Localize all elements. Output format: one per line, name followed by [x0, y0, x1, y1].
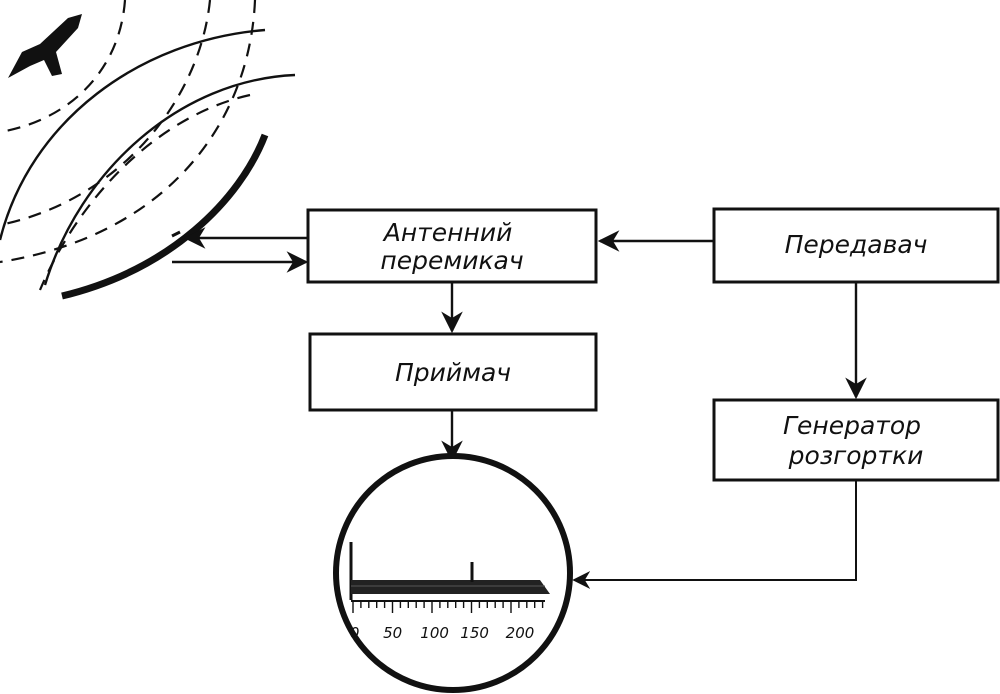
wave-fronts [0, 0, 257, 291]
scale-label-50: 50 [383, 624, 402, 642]
svg-text:Генератор розгортки: Генератор розгортки [783, 411, 929, 470]
arrow-generator-to-scope [572, 480, 857, 589]
svg-text:0 50 100 150: 0 50 100 150 200 [350, 624, 534, 642]
antenna-switch-box [306, 208, 598, 284]
scale-label-0: 0 [350, 624, 360, 642]
scale-label-200: 200 [506, 624, 535, 642]
scale-label-100: 100 [420, 624, 449, 642]
antenna-reflector [61, 133, 269, 300]
scope-trace [349, 542, 550, 600]
svg-text:Передавач: Передавач [785, 230, 928, 259]
scope-scale [351, 600, 545, 613]
svg-text:Антенний перемикач: Антенний перемикач [380, 218, 523, 275]
sweep-generator-box [712, 398, 1000, 482]
receiver-label: Приймач [395, 358, 511, 387]
antenna-switch-line-1: Антенний [382, 218, 513, 247]
scale-label-150: 150 [460, 624, 489, 642]
sweep-generator-line-1: Генератор [783, 411, 921, 440]
antenna-switch-line-2: перемикач [380, 246, 523, 275]
transmitter-box [712, 207, 1000, 284]
reflected-waves [0, 28, 296, 286]
oscilloscope-screen: 0 50 100 150 200 [333, 453, 573, 693]
airplane-icon [8, 14, 82, 78]
receiver-box [308, 332, 598, 412]
svg-text:Приймач: Приймач [395, 358, 511, 387]
transmitter-label: Передавач [785, 230, 928, 259]
sweep-generator-line-2: розгортки [788, 441, 924, 470]
